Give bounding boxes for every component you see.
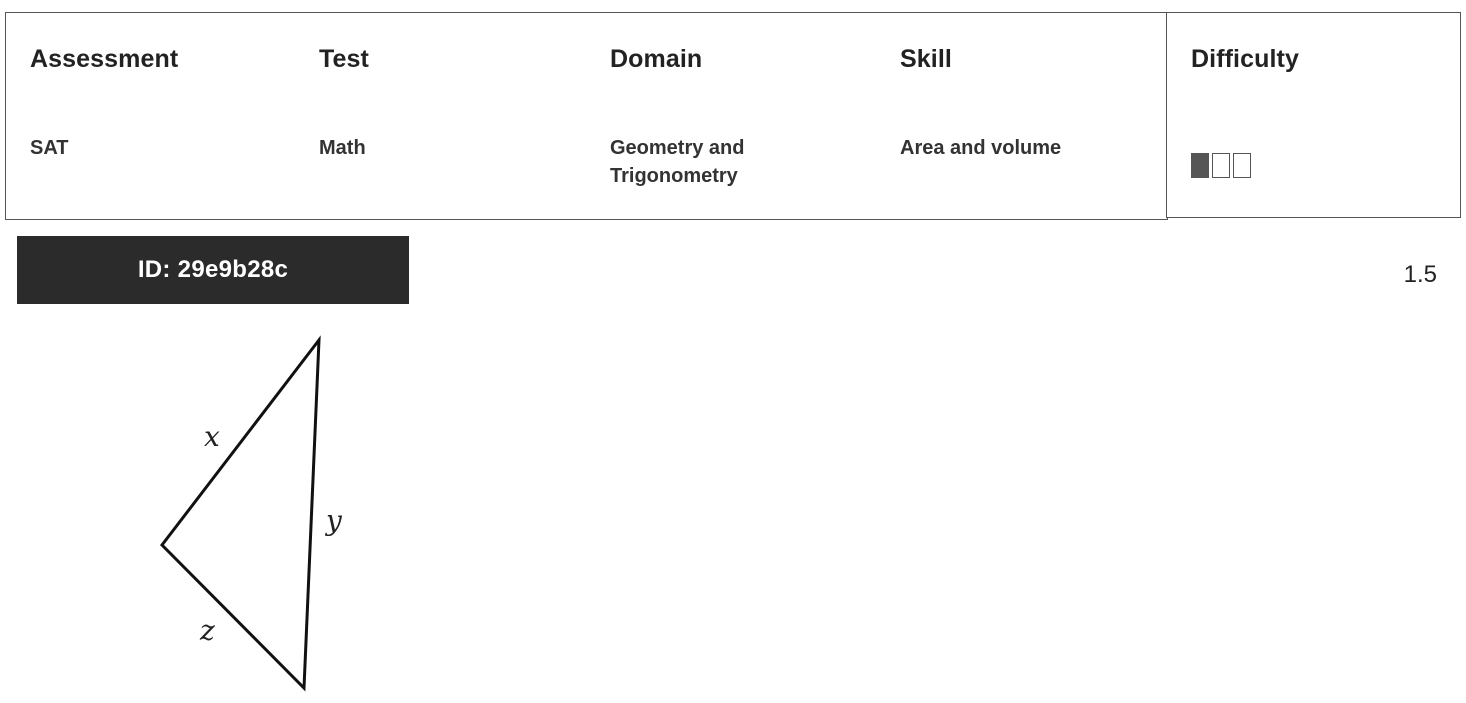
triangle-shape xyxy=(160,335,321,692)
question-id-label: ID: 29e9b28c xyxy=(137,256,289,283)
assessment-cell: Assessment SAT xyxy=(5,12,297,220)
metadata-table: Assessment SAT Test Math Domain Geometry… xyxy=(5,12,1461,220)
question-id-banner: ID: 29e9b28c xyxy=(17,236,409,304)
domain-value: Geometry and Trigonometry xyxy=(610,137,745,187)
side-label-z: z xyxy=(199,614,215,647)
skill-value: Area and volume xyxy=(900,137,1062,159)
difficulty-header: Difficulty xyxy=(1191,45,1299,73)
difficulty-cell: Difficulty xyxy=(1166,12,1461,218)
difficulty-box-empty xyxy=(1233,153,1251,178)
domain-header: Domain xyxy=(610,45,703,73)
difficulty-indicator xyxy=(1191,153,1251,178)
test-value: Math xyxy=(319,137,366,159)
difficulty-box-filled xyxy=(1191,153,1209,178)
skill-header: Skill xyxy=(900,45,952,73)
score-value: 1.5 xyxy=(1403,261,1437,288)
assessment-header: Assessment xyxy=(30,45,179,73)
test-header: Test xyxy=(319,45,369,73)
side-label-x: x xyxy=(204,420,220,453)
side-label-y: y xyxy=(324,504,343,537)
assessment-value: SAT xyxy=(30,137,69,159)
skill-cell: Skill Area and volume xyxy=(876,12,1168,220)
domain-cell: Domain Geometry and Trigonometry xyxy=(586,12,878,220)
difficulty-box-empty xyxy=(1212,153,1230,178)
